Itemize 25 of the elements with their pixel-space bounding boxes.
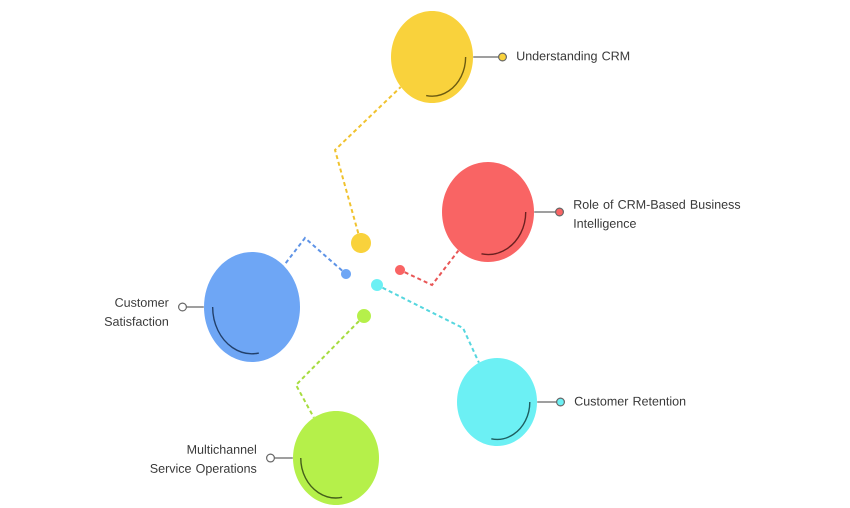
dashed-connector <box>334 86 402 234</box>
label-text: Understanding CRM <box>517 51 630 63</box>
dot <box>351 233 371 253</box>
dot <box>371 279 383 291</box>
label-text: Customer Retention <box>574 396 686 406</box>
ellipse <box>442 162 534 262</box>
ellipse <box>391 11 473 103</box>
dot <box>357 309 371 323</box>
label-text: Role of CRM-Based Business Intelligence <box>574 200 740 230</box>
ellipse <box>204 252 300 362</box>
dashed-connector <box>404 250 460 286</box>
leader-line <box>537 398 565 406</box>
dot <box>395 265 405 275</box>
leader-line <box>266 454 293 462</box>
label-text: Multichannel Service Operations <box>150 444 256 476</box>
dashed-connector <box>283 236 343 272</box>
dashed-connector <box>382 286 480 363</box>
ellipse <box>457 358 537 446</box>
label-text: Customer Satisfaction <box>104 298 169 326</box>
ellipse <box>293 411 379 505</box>
dot <box>341 269 351 279</box>
leader-line <box>178 302 204 312</box>
dashed-connector <box>294 320 360 418</box>
leader-line <box>473 52 508 62</box>
leader-line <box>534 208 564 216</box>
